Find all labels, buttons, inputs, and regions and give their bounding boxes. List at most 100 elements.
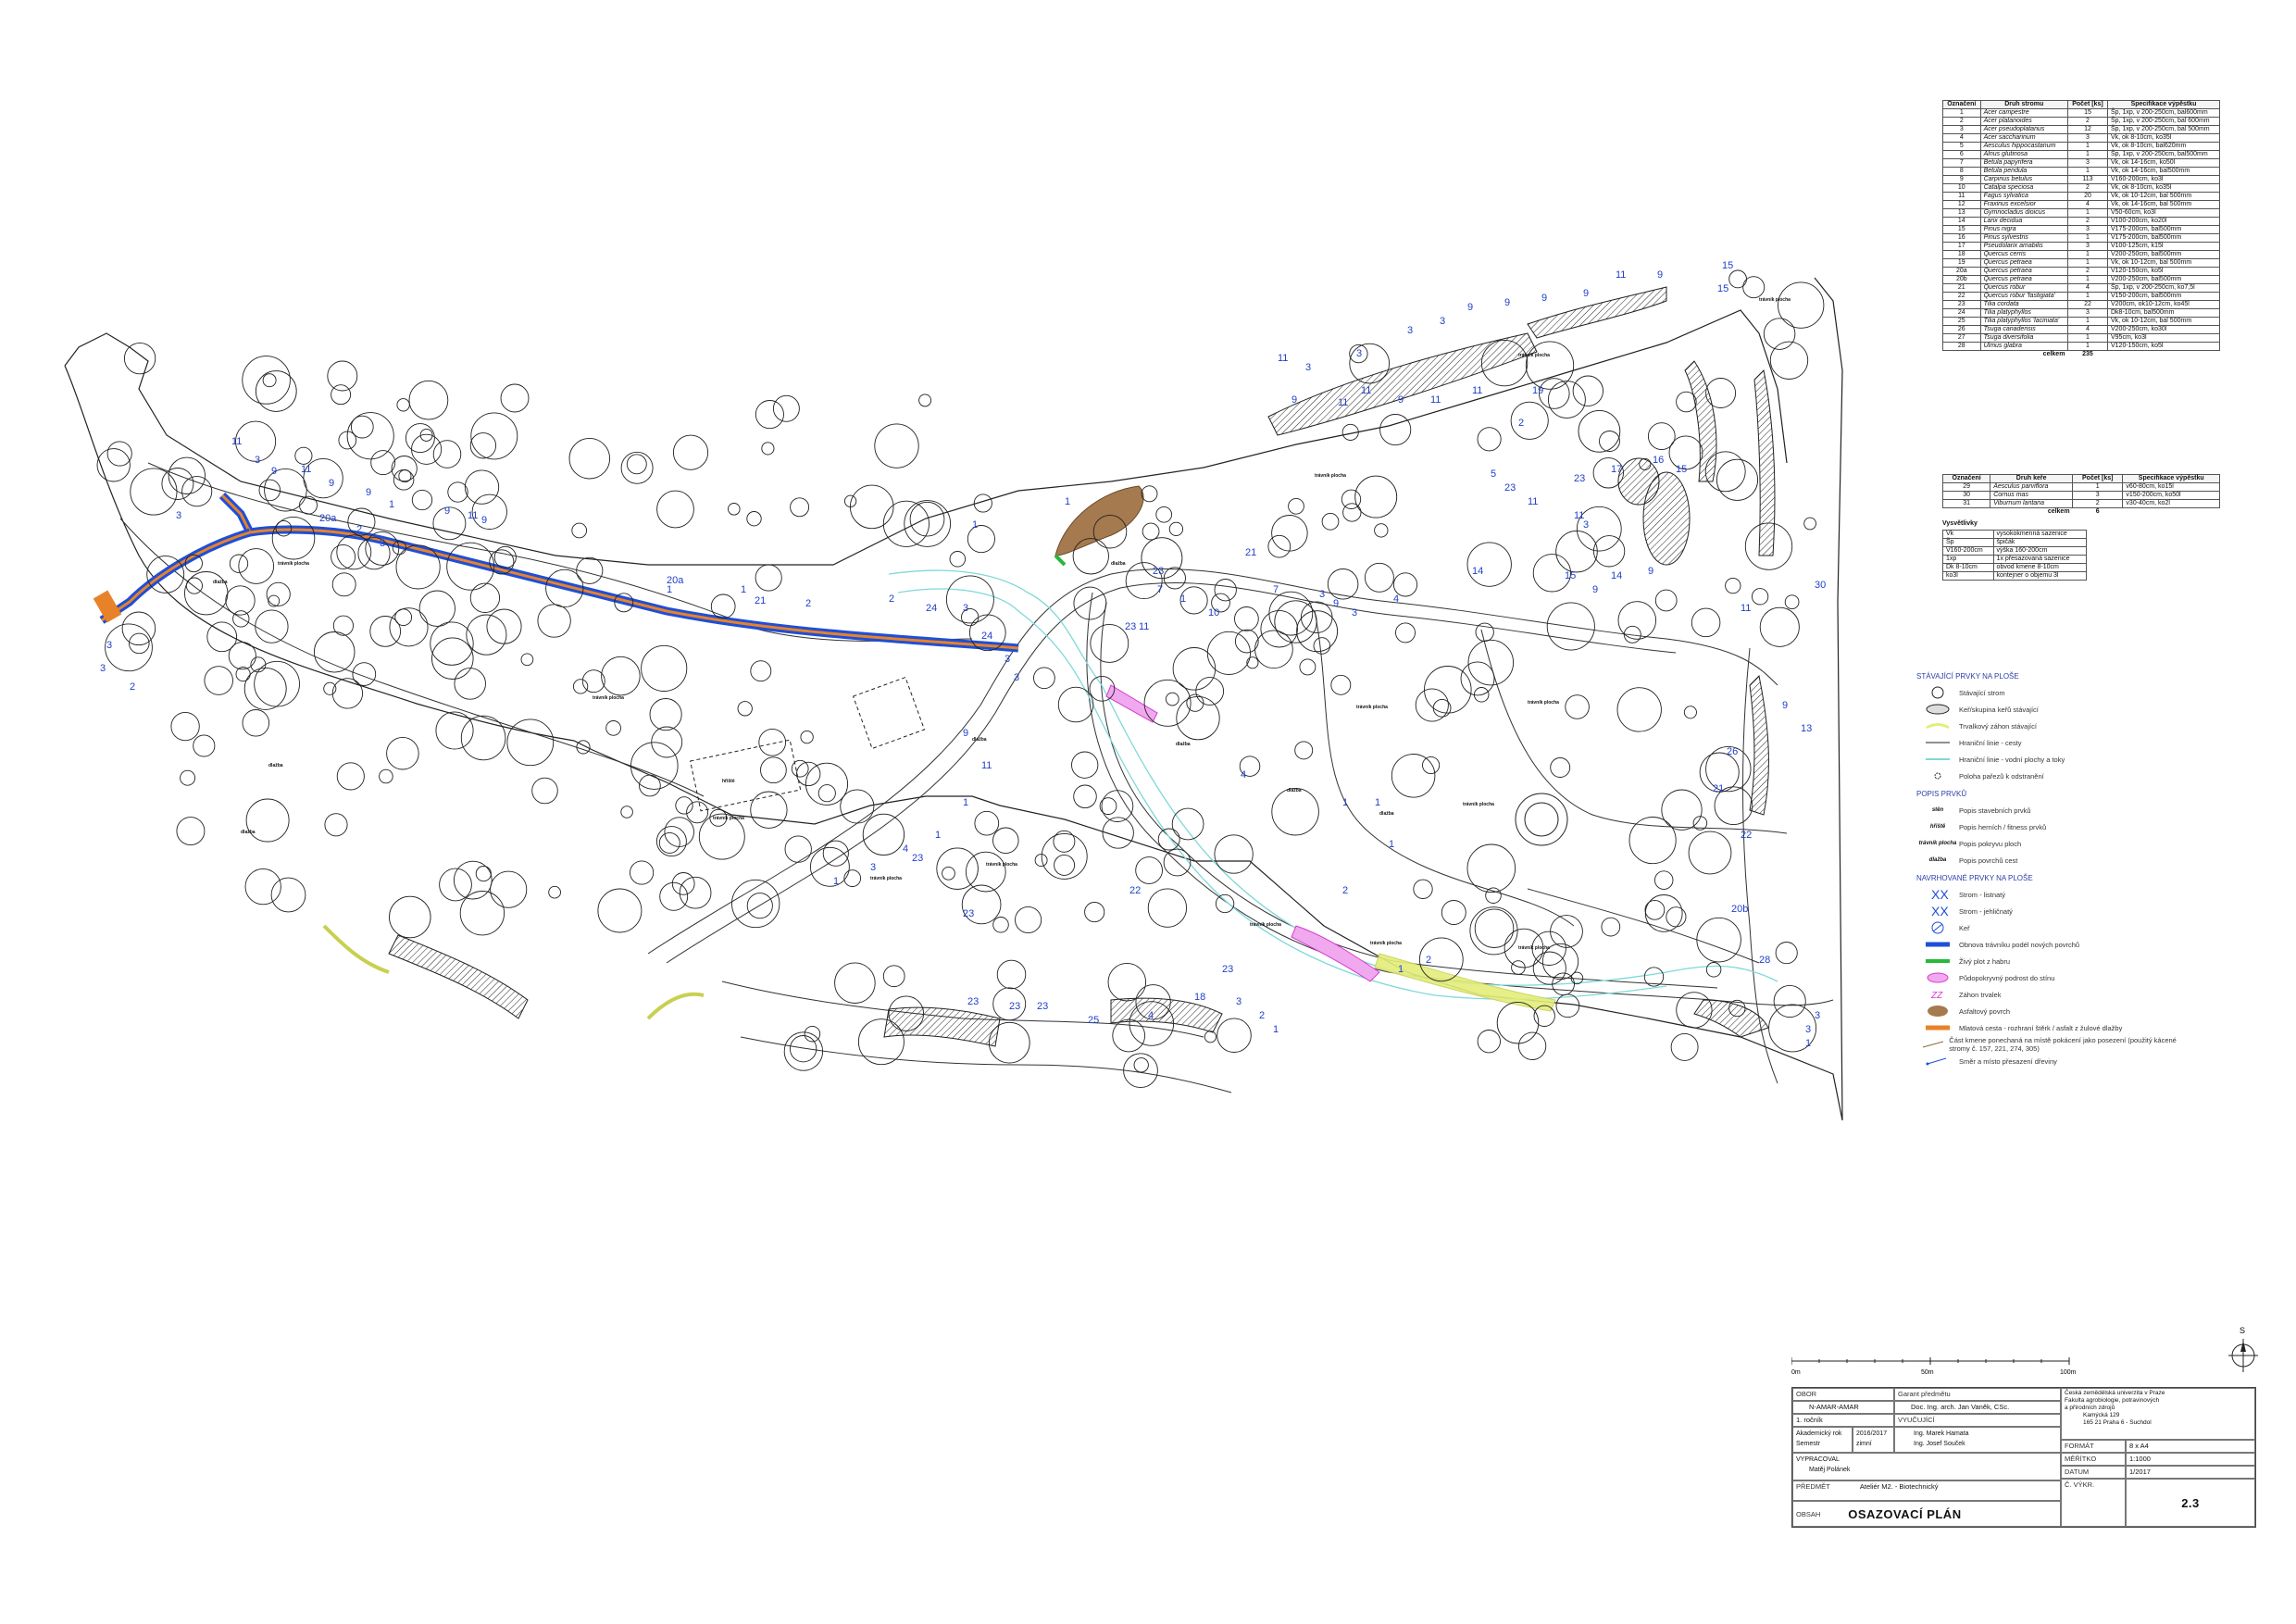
planting-number-label: 1 xyxy=(833,876,839,887)
existing-tree-icon xyxy=(1179,586,1208,615)
water-line-icon xyxy=(1916,752,1959,767)
existing-tree-icon xyxy=(1676,391,1697,413)
planting-number-label: 23 xyxy=(967,996,979,1007)
table-cell: 1 xyxy=(1942,108,1981,118)
existing-tree-icon xyxy=(1654,589,1678,612)
legend-item: Živý plot z habru xyxy=(1916,953,2194,969)
existing-tree-icon xyxy=(264,468,307,512)
existing-tree-icon xyxy=(168,456,206,494)
planting-number-label: 11 xyxy=(1741,603,1751,614)
existing-tree-icon xyxy=(1691,607,1721,638)
planting-number-label: 11 xyxy=(1430,394,1441,406)
existing-tree-icon xyxy=(250,656,267,673)
move-arrow-icon xyxy=(1916,1054,1959,1068)
stump-icon xyxy=(1916,768,1959,783)
akad-value: 2016/2017 xyxy=(1856,1430,1888,1437)
table-cell: Vk, ok 8-10cm, ko35l xyxy=(2107,133,2220,143)
planting-number-label: 1 xyxy=(1065,496,1070,507)
existing-tree-icon xyxy=(992,827,1019,855)
table-cell: Carpinus betulus xyxy=(1979,175,2068,184)
existing-tree-icon xyxy=(352,662,377,686)
existing-tree-icon xyxy=(1294,741,1314,760)
existing-tree-icon xyxy=(439,868,472,902)
existing-tree-icon xyxy=(1653,870,1674,890)
table-cell: 9 xyxy=(1942,175,1981,184)
conifer-tree-icon: XX xyxy=(1916,904,1959,918)
planting-number-label: 9 xyxy=(1648,566,1653,577)
existing-tree-icon xyxy=(1510,401,1549,440)
table-cell: 13 xyxy=(1942,208,1981,218)
existing-tree-icon xyxy=(336,534,372,570)
existing-tree-icon xyxy=(1716,458,1759,501)
planting-number-label: 20a xyxy=(319,513,337,524)
existing-tree-icon xyxy=(1157,828,1180,851)
existing-tree-icon xyxy=(1547,381,1586,419)
existing-tree-icon xyxy=(1469,906,1518,956)
existing-tree-icon xyxy=(1206,631,1251,675)
existing-tree-icon xyxy=(1299,658,1316,676)
table-cell: 1 xyxy=(2066,208,2109,218)
table-cell: Šp, 1xp, v 200-250cm, bal500mm xyxy=(2107,150,2220,159)
existing-tree-icon xyxy=(430,621,474,666)
legend-item: Mlatová cesta - rozhraní štěrk / asfalt … xyxy=(1916,1019,2194,1036)
existing-tree-icon xyxy=(537,604,571,638)
table-cell: 22 xyxy=(2066,300,2109,309)
planting-number-label: 3 xyxy=(1014,672,1019,683)
table-cell: 3 xyxy=(2066,242,2109,251)
existing-tree-icon xyxy=(1683,706,1697,719)
existing-tree-icon xyxy=(620,806,633,818)
table-cell: Vk, ok 14-16cm, bal500mm xyxy=(2107,167,2220,176)
existing-tree-icon xyxy=(1033,667,1055,690)
existing-tree-icon xyxy=(123,342,156,375)
planting-number-label: 23 xyxy=(1009,1001,1020,1012)
existing-tree-icon xyxy=(313,631,356,673)
legend-item: Obnova trávníku podél nových povrchů xyxy=(1916,936,2194,953)
surface-label: dlažba xyxy=(1287,788,1302,793)
planting-number-label: 1 xyxy=(1273,1024,1279,1035)
shrub-group-icon xyxy=(1916,702,1959,717)
surface-label: trávník plocha xyxy=(870,876,902,881)
legend-label: Poloha pařezů k odstranění xyxy=(1959,771,2044,781)
garant-label: Garant předmětu xyxy=(1898,1390,1951,1398)
existing-tree-icon xyxy=(1643,967,1665,987)
planting-number-label: 9 xyxy=(1292,394,1297,406)
existing-tree-icon xyxy=(1533,1005,1555,1027)
planting-number-label: 3 xyxy=(100,663,106,674)
existing-tree-icon xyxy=(1271,515,1308,552)
table-cell: Alnus glutinosa xyxy=(1979,150,2068,159)
university-line: Kamýcká 129 xyxy=(2083,1412,2120,1418)
obsah-label: OBSAH xyxy=(1796,1509,1821,1518)
existing-tree-icon xyxy=(1517,1031,1547,1060)
planting-number-label: 15 xyxy=(1565,570,1576,581)
existing-tree-icon xyxy=(500,383,530,413)
table-cell: Gymnocladus dioicus xyxy=(1979,208,2068,218)
existing-tree-icon xyxy=(659,881,689,911)
cvykr-label: Č. VÝKR. xyxy=(2065,1480,2095,1489)
legend-label: Obnova trávníku podél nových povrchů xyxy=(1959,940,2080,949)
existing-tree-icon xyxy=(1142,522,1160,541)
existing-tree-icon xyxy=(1327,568,1359,600)
table-cell: v30-40cm, ko2l xyxy=(2122,499,2220,508)
meritko-value-cell: 1:1000 xyxy=(2126,1453,2255,1466)
existing-tree-icon xyxy=(1296,610,1339,653)
perennial-bed-icon xyxy=(1916,718,1959,733)
format-value: 8 x A4 xyxy=(2129,1442,2149,1450)
existing-tree-icon xyxy=(605,720,621,736)
meritko-value: 1:1000 xyxy=(2129,1455,2151,1463)
planting-number-label: 3 xyxy=(1352,607,1357,618)
legend-label: Popis povrchů cest xyxy=(1959,856,2018,865)
table-cell: Vk, ok 8-10cm, ko35l xyxy=(2107,183,2220,193)
existing-tree-icon xyxy=(475,866,492,882)
existing-tree-icon xyxy=(1274,600,1317,643)
existing-tree-icon xyxy=(370,450,396,476)
existing-tree-icon xyxy=(1531,931,1566,966)
table-cell: 3 xyxy=(2072,491,2124,500)
planting-number-label: 11 xyxy=(1472,385,1482,396)
existing-tree-icon xyxy=(331,678,364,709)
planting-number-label: 9 xyxy=(963,728,968,739)
